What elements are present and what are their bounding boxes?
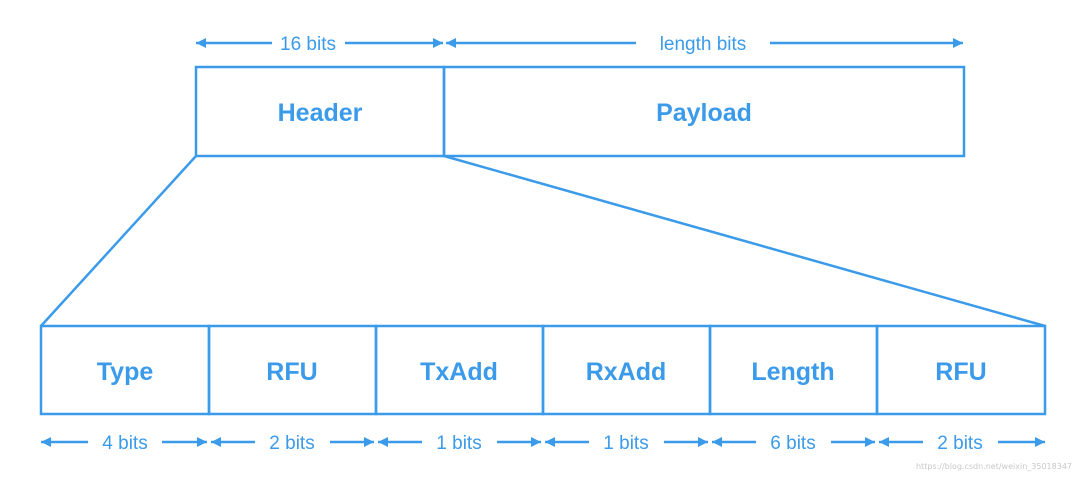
payload-dim-label: length bits	[660, 34, 747, 55]
header-label: Header	[278, 99, 363, 127]
header-dim-label: 16 bits	[280, 34, 336, 55]
watermark: https://blog.csdn.net/weixin_35018347	[916, 462, 1072, 471]
zoom-line-right	[443, 154, 1046, 328]
payload-box	[442, 65, 966, 158]
field-label-type: Type	[97, 358, 154, 386]
field-bits-txadd: 1 bits	[436, 433, 481, 454]
field-bits-length: 6 bits	[770, 433, 815, 454]
zoom-line-left	[40, 155, 197, 327]
field-label-rxadd: RxAdd	[586, 358, 667, 386]
field-bits-rfu-2: 2 bits	[937, 433, 982, 454]
field-box-rfu-2	[875, 324, 1047, 416]
field-label-rfu-2: RFU	[935, 358, 986, 386]
field-label-length: Length	[751, 358, 834, 386]
payload-label: Payload	[656, 99, 752, 127]
field-bits-type: 4 bits	[102, 433, 147, 454]
field-label-rfu: RFU	[266, 358, 317, 386]
field-bits-rxadd: 1 bits	[603, 433, 648, 454]
field-bits-rfu: 2 bits	[269, 433, 314, 454]
field-label-txadd: TxAdd	[420, 358, 498, 386]
